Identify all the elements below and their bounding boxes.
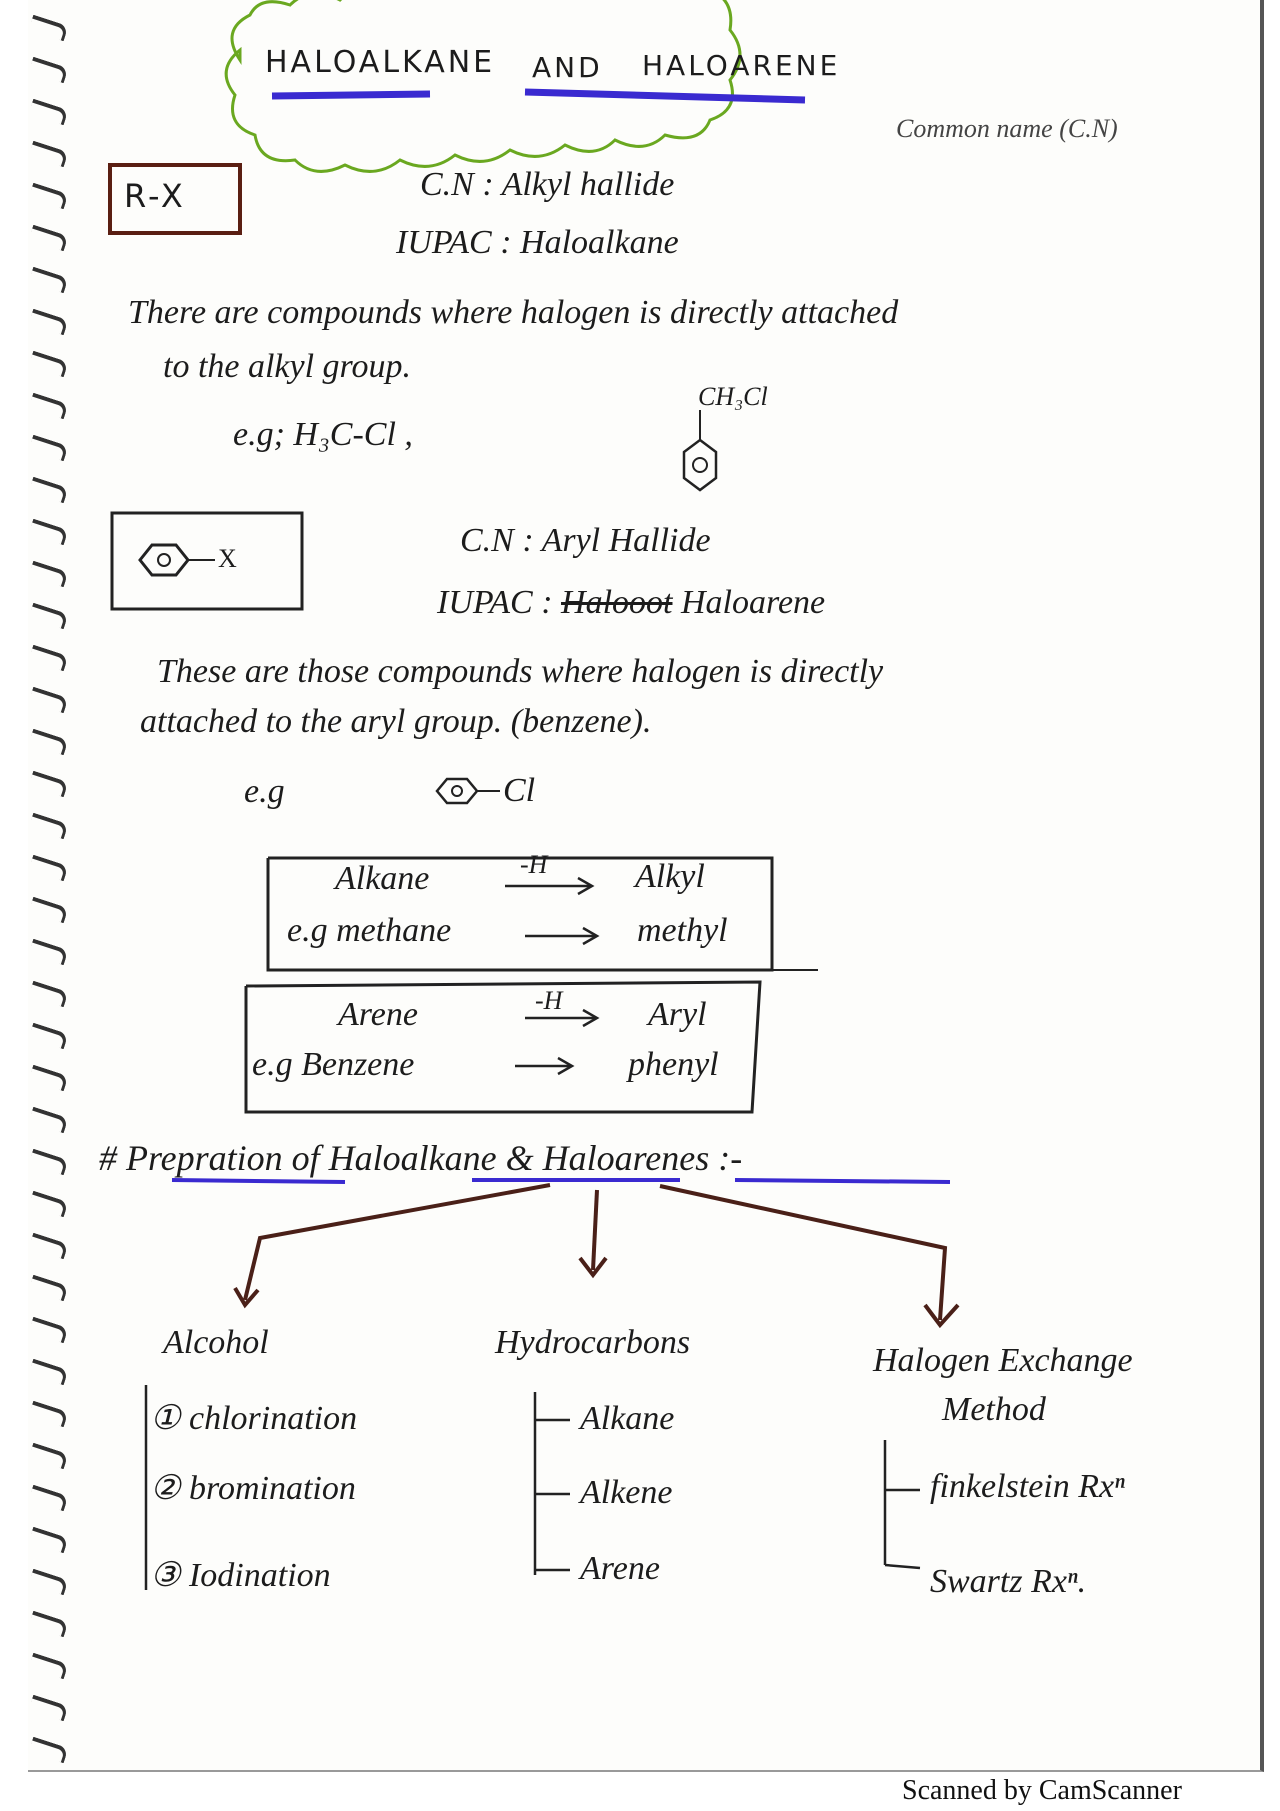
section2-desc-line1: These are those compounds where halogen … [157,653,884,690]
alkyl-label: Alkyl [635,858,705,895]
iupac-label: IUPAC : [437,584,562,621]
section1-desc-line2: to the alkyl group. [163,348,412,385]
benzene-example: e.g Benzene [252,1046,415,1083]
title-word-1: HALOALKANE [265,45,496,80]
benzyl-chloride-label: CH₃Cl [698,382,768,411]
section1-example: e.g; H₃C-Cl , [233,416,413,453]
aryl-halide-x: X [218,544,237,573]
phenyl-example: phenyl [628,1046,719,1083]
halogen-exchange-item: Swartz Rxⁿ. [930,1563,1087,1600]
arene-label: Arene [338,996,418,1033]
title-cloud [224,0,742,173]
section2-example: e.g [244,773,285,810]
aryl-label: Aryl [648,996,707,1033]
preparation-heading: # Prepration of Haloalkane & Haloarenes … [99,1138,743,1178]
halogen-exchange-item: finkelstein Rxⁿ [930,1468,1125,1505]
common-name-note: Common name (C.N) [896,114,1118,143]
methyl-example: methyl [637,912,728,949]
methane-example: e.g methane [287,912,452,949]
title-word-2: AND [532,51,603,84]
alkane-arrow-label: -H [520,850,548,879]
iupac-value: Haloarene [680,584,826,621]
alcohol-item: ③ Iodination [150,1557,331,1594]
alkane-label: Alkane [335,860,430,897]
title-word-3: HALOARENE [642,49,841,82]
formula-r-x: R-X [124,177,186,215]
branch-halogen-exchange-title: Halogen Exchange [873,1342,1133,1379]
branch-hydrocarbons-title: Hydrocarbons [495,1324,691,1361]
section1-iupac: IUPAC : Haloalkane [396,224,679,261]
section2-common-name: C.N : Aryl Hallide [460,522,711,559]
hydrocarbon-item: Alkane [580,1400,675,1437]
section1-common-name: C.N : Alkyl hallide [420,166,675,203]
branch-halogen-exchange-title2: Method [942,1391,1046,1428]
alcohol-item: ② bromination [150,1470,356,1507]
branch-alcohol-title: Alcohol [163,1324,269,1361]
hydrocarbon-item: Arene [580,1550,660,1587]
struck-word: Halooot [561,584,673,621]
alcohol-item: ① chlorination [150,1400,358,1437]
scanner-watermark: Scanned by CamScanner [902,1775,1182,1806]
notebook-page [28,0,1264,1772]
section2-desc-line2: attached to the aryl group. (benzene). [140,703,652,740]
arene-arrow-label: -H [535,986,563,1015]
section2-iupac: IUPAC : Halooot Haloarene [437,586,825,620]
chlorobenzene-cl: Cl [503,772,536,809]
hydrocarbon-item: Alkene [580,1474,673,1511]
section1-desc-line1: There are compounds where halogen is dir… [128,294,899,331]
